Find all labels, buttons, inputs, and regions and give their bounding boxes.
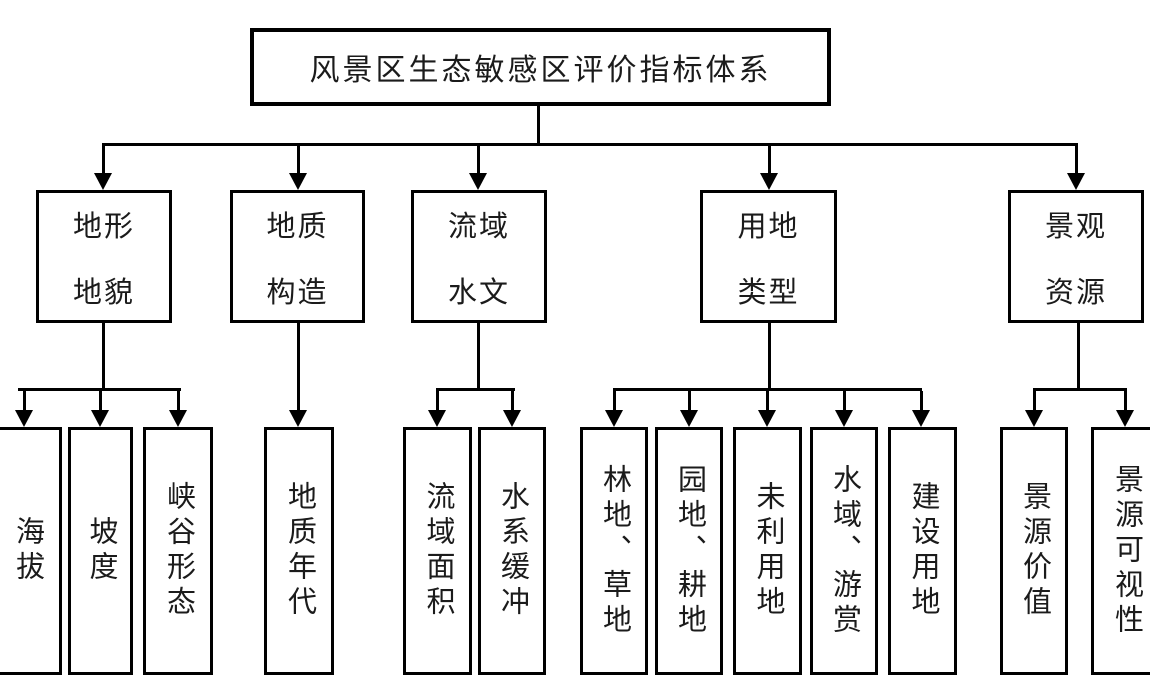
- connector-line: [1124, 391, 1127, 411]
- leaf-node-water-tour: 水域、游赏: [810, 427, 878, 675]
- connector-group-stem: [297, 323, 300, 411]
- connector-level1-rail: [102, 143, 1078, 146]
- connector-line: [436, 391, 439, 411]
- connector-line: [688, 391, 691, 411]
- category-label-line: 用地: [737, 210, 800, 243]
- connector-group-stem: [1077, 323, 1080, 388]
- connector-group-rail: [18, 388, 181, 391]
- leaf-label: 林地、草地: [598, 463, 631, 639]
- connector-line: [613, 391, 616, 411]
- leaf-label: 地质年代: [283, 481, 316, 621]
- root-node-label: 风景区生态敏感区评价指标体系: [309, 54, 772, 87]
- leaf-node-scenic-value: 景源价值: [1000, 427, 1068, 675]
- arrow-down-icon: [469, 173, 487, 190]
- connector-line: [768, 146, 771, 175]
- arrow-down-icon: [680, 410, 698, 427]
- category-node-terrain: 地形 地貌: [36, 190, 172, 323]
- category-node-landuse: 用地 类型: [700, 190, 837, 323]
- connector-group-rail: [436, 388, 515, 391]
- connector-group-rail: [1033, 388, 1127, 391]
- connector-line: [477, 146, 480, 175]
- category-label-line: 景观: [1044, 210, 1107, 243]
- category-label-line: 地质: [266, 210, 329, 243]
- leaf-node-forest-grass: 林地、草地: [580, 427, 648, 675]
- connector-line: [177, 391, 180, 411]
- leaf-label: 建设用地: [907, 481, 939, 621]
- connector-line: [766, 391, 769, 411]
- connector-group-stem: [768, 323, 771, 391]
- arrow-down-icon: [1067, 173, 1085, 190]
- connector-line: [1033, 391, 1036, 411]
- leaf-label: 流域面积: [422, 481, 454, 621]
- category-node-geology: 地质 构造: [230, 190, 365, 323]
- connector-line: [99, 391, 102, 411]
- category-label-line: 地貌: [72, 276, 135, 309]
- arrow-down-icon: [835, 410, 853, 427]
- category-node-hydrology: 流域 水文: [411, 190, 547, 323]
- connector-group-rail: [613, 388, 922, 391]
- arrow-down-icon: [758, 410, 776, 427]
- arrow-down-icon: [503, 410, 521, 427]
- connector-line: [23, 391, 26, 411]
- arrow-down-icon: [1025, 410, 1043, 427]
- connector-line: [102, 146, 105, 175]
- arrow-down-icon: [94, 173, 112, 190]
- leaf-label: 水系缓冲: [496, 481, 529, 621]
- leaf-label: 园地、耕地: [673, 463, 706, 639]
- leaf-label: 景源可视性: [1110, 463, 1143, 639]
- leaf-label: 水域、游赏: [828, 463, 861, 639]
- arrow-down-icon: [428, 410, 446, 427]
- connector-group-stem: [102, 323, 105, 391]
- category-label-line: 流域: [447, 210, 510, 243]
- leaf-node-geologic-age: 地质年代: [264, 427, 334, 675]
- leaf-label: 海拔: [11, 516, 44, 586]
- arrow-down-icon: [91, 410, 109, 427]
- leaf-node-construction-land: 建设用地: [888, 427, 957, 675]
- leaf-node-unused-land: 未利用地: [733, 427, 802, 675]
- arrow-down-icon: [289, 410, 307, 427]
- leaf-node-scenic-visibility: 景源可视性: [1091, 427, 1150, 675]
- leaf-label: 景源价值: [1018, 481, 1051, 621]
- arrow-down-icon: [605, 410, 623, 427]
- arrow-down-icon: [912, 410, 930, 427]
- category-label-line: 水文: [447, 276, 510, 309]
- arrow-down-icon: [760, 173, 778, 190]
- leaf-label: 峡谷形态: [162, 481, 195, 621]
- arrow-down-icon: [169, 410, 187, 427]
- category-label-line: 地形: [72, 210, 135, 243]
- connector-group-stem: [477, 323, 480, 391]
- connector-line: [297, 146, 300, 175]
- root-node: 风景区生态敏感区评价指标体系: [250, 28, 831, 106]
- leaf-node-slope: 坡度: [68, 427, 133, 675]
- category-label-line: 资源: [1044, 276, 1107, 309]
- leaf-node-watershed-area: 流域面积: [403, 427, 472, 675]
- connector-line: [920, 391, 923, 411]
- leaf-node-elevation: 海拔: [0, 427, 62, 675]
- connector-root-stem: [537, 106, 540, 143]
- leaf-node-garden-farm: 园地、耕地: [655, 427, 723, 675]
- arrow-down-icon: [1116, 410, 1134, 427]
- arrow-down-icon: [15, 410, 33, 427]
- leaf-node-canyon-form: 峡谷形态: [143, 427, 213, 675]
- category-node-landscape: 景观 资源: [1008, 190, 1144, 323]
- leaf-label: 未利用地: [752, 481, 784, 621]
- leaf-label: 坡度: [85, 516, 117, 586]
- connector-line: [1075, 146, 1078, 175]
- category-label-line: 类型: [737, 276, 800, 309]
- category-label-line: 构造: [266, 276, 329, 309]
- connector-line: [843, 391, 846, 411]
- leaf-node-water-buffer: 水系缓冲: [478, 427, 546, 675]
- connector-line: [511, 391, 514, 411]
- arrow-down-icon: [289, 173, 307, 190]
